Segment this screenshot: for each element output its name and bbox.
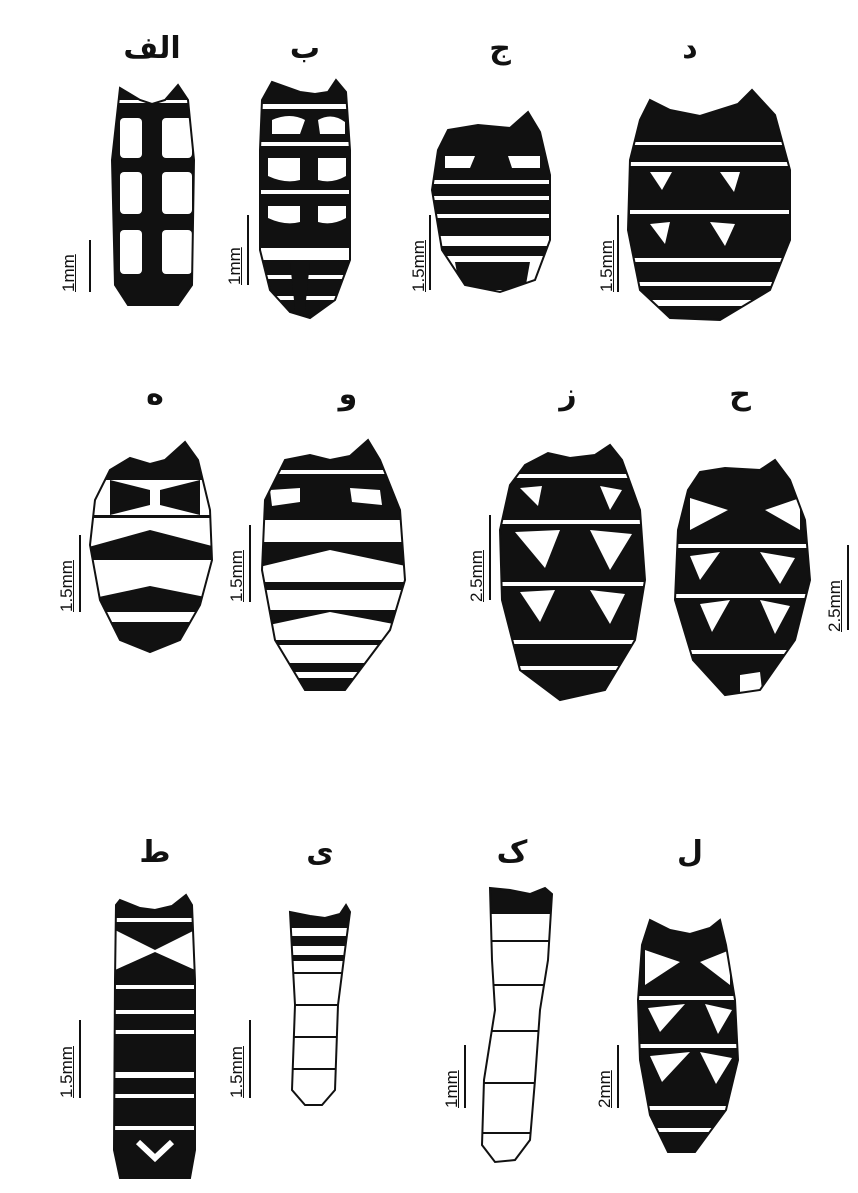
- figure-label: د: [682, 34, 697, 64]
- figure-label: و: [339, 380, 358, 410]
- figure-label: ک: [497, 838, 528, 868]
- figure-label: ی: [306, 838, 334, 868]
- figure-be: [250, 70, 360, 330]
- figure-label: ط: [139, 838, 170, 868]
- figure-kaf: [478, 880, 558, 1170]
- scale-label: 1mm: [226, 247, 243, 285]
- scale-label: 2.5mm: [468, 550, 485, 602]
- scale-label: 1mm: [60, 254, 77, 292]
- scale-label: 1.5mm: [228, 550, 245, 602]
- figure-label: ح: [729, 380, 751, 410]
- figure-label: ه: [146, 380, 164, 410]
- figure-label: ل: [677, 838, 703, 868]
- figure-jim: [425, 100, 560, 300]
- figure-alef: [100, 80, 210, 320]
- figure-he: [85, 430, 220, 662]
- scale-label: 1.5mm: [58, 560, 75, 612]
- figure-dal: [620, 80, 800, 330]
- scale-label: 2.5mm: [826, 580, 843, 632]
- figure-label: ز: [559, 380, 576, 410]
- scale-label: 2mm: [596, 1070, 613, 1108]
- scale-label: 1mm: [443, 1070, 460, 1108]
- figure-label: الف: [123, 34, 180, 64]
- figure-he-jimi: [670, 450, 820, 710]
- figure-ye: [285, 900, 355, 1110]
- scale-label: 1.5mm: [228, 1046, 245, 1098]
- scale-label: 1.5mm: [410, 240, 427, 292]
- scale-label: 1.5mm: [598, 240, 615, 292]
- scale-label: 1.5mm: [58, 1046, 75, 1098]
- figure-label: ج: [489, 34, 511, 64]
- figure-vav: [255, 430, 415, 700]
- figure-label: ب: [290, 34, 320, 64]
- figure-lam: [630, 910, 745, 1160]
- figure-ze: [495, 430, 655, 710]
- figure-ta: [105, 880, 205, 1190]
